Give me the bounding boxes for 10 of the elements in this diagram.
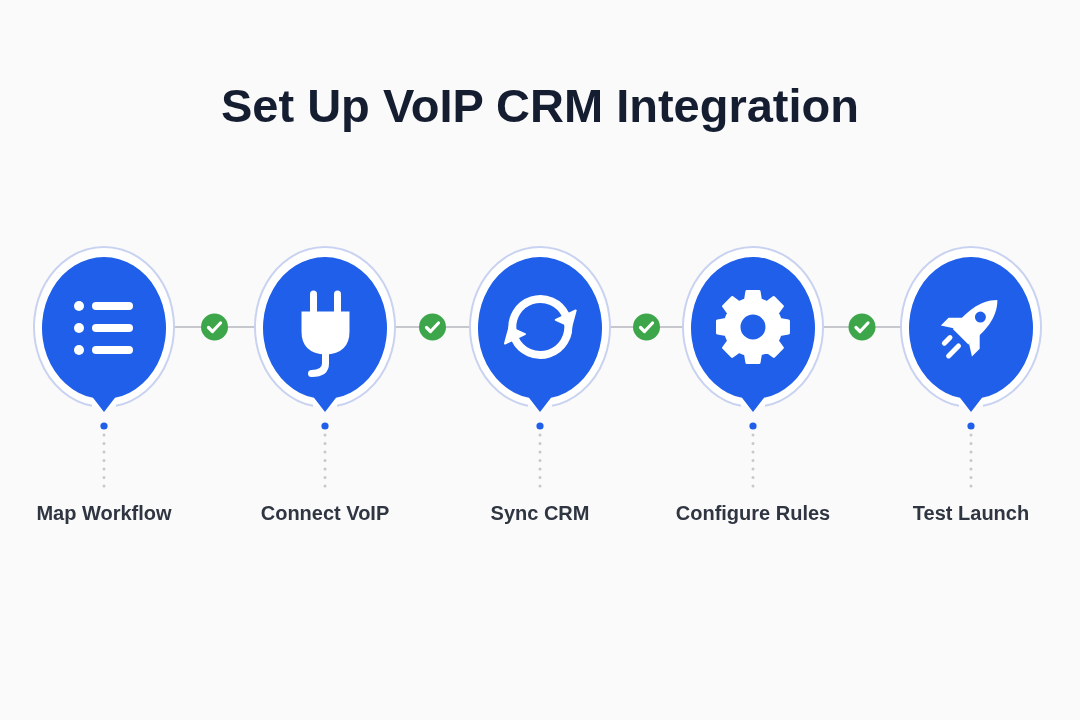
step-pin	[33, 245, 175, 412]
step-label: Map Workflow	[36, 501, 172, 525]
step-label: Sync CRM	[490, 501, 590, 525]
step-pin	[254, 245, 396, 412]
step-label: Test Launch	[912, 501, 1030, 525]
step-pin	[469, 245, 611, 412]
step-label: Configure Rules	[675, 501, 831, 525]
step-pin	[900, 245, 1042, 412]
step-pin	[682, 245, 824, 412]
step-label: Connect VoIP	[260, 501, 390, 525]
